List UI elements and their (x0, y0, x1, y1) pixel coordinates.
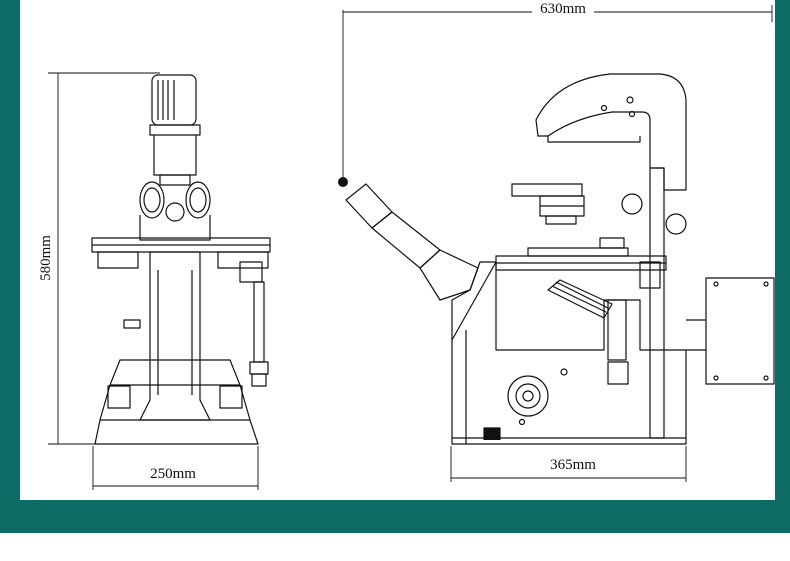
dim-front-width: 250mm (150, 466, 196, 482)
side-main-body (451, 261, 687, 445)
dimension-origin-dot (338, 177, 348, 187)
dimension-text: 630mm 580mm 250mm 365mm (34, 0, 608, 482)
front-view (91, 74, 271, 445)
side-view (345, 73, 775, 445)
front-eyepiece-right (185, 181, 211, 219)
front-body (139, 251, 211, 421)
side-focus-knob (507, 375, 549, 417)
side-lamp-box (705, 277, 775, 385)
front-base (94, 359, 259, 445)
side-condenser (511, 183, 583, 197)
side-objective-turret (547, 279, 613, 319)
side-eyepiece (345, 183, 393, 229)
dimension-lines (48, 5, 773, 490)
dim-base-depth: 365mm (550, 457, 596, 473)
dim-total-width: 630mm (540, 1, 586, 17)
side-pillar (649, 167, 665, 439)
front-eyepiece-left (139, 181, 165, 219)
dim-height: 580mm (38, 235, 54, 281)
page-bottom (0, 533, 790, 561)
